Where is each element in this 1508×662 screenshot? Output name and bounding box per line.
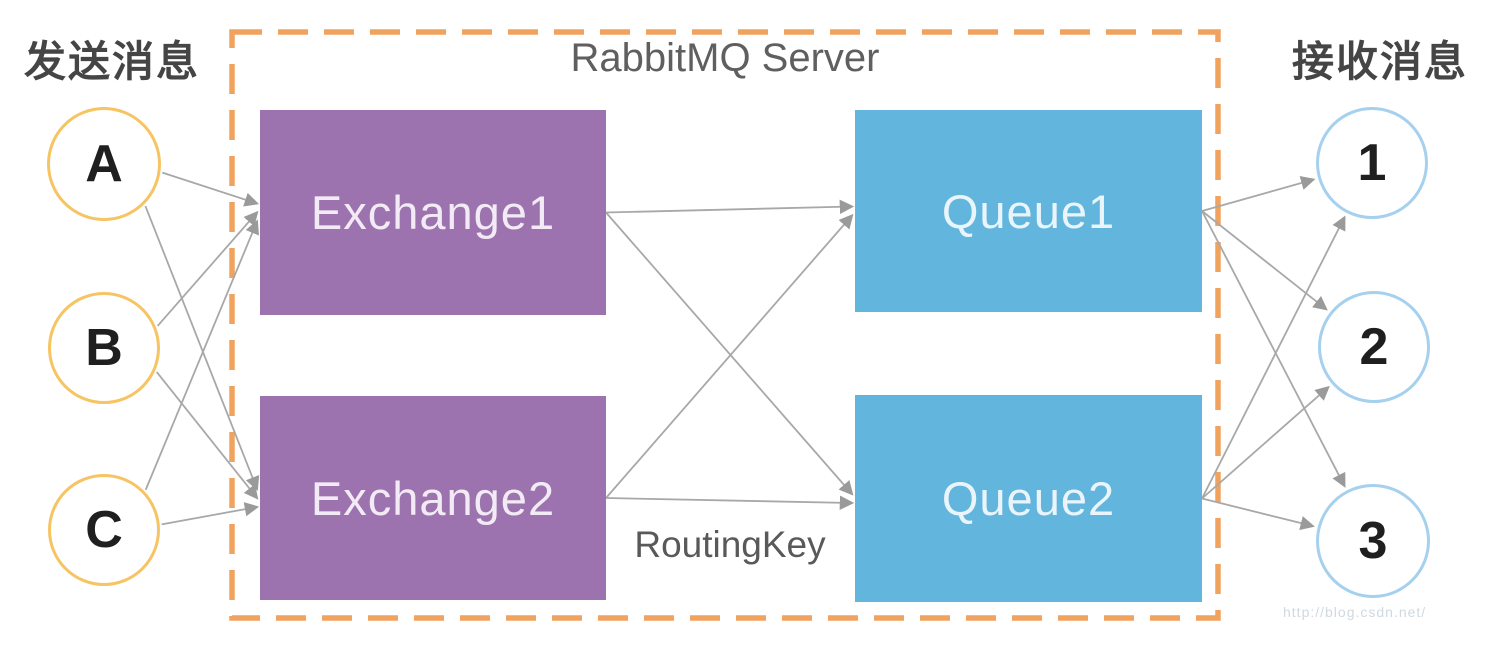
edge-Queue2-to-1: [1201, 215, 1346, 499]
producer-a-label: A: [85, 135, 123, 193]
consumer-1-label: 1: [1357, 134, 1387, 192]
watermark: http://blog.csdn.net/: [1283, 604, 1427, 620]
producer-node-a: A: [47, 107, 161, 221]
producer-c-label: C: [85, 501, 123, 559]
consumer-3-label: 3: [1358, 512, 1388, 570]
consumer-node-3: 3: [1316, 484, 1430, 598]
edge-Exchange1-to-Queue1: [605, 199, 855, 214]
edge-A-to-Exchange1: [162, 171, 260, 207]
producer-b-label: B: [85, 319, 123, 377]
queue1-label: Queue1: [941, 184, 1116, 238]
queue2-label: Queue2: [941, 472, 1116, 525]
server-title: RabbitMQ Server: [570, 36, 880, 80]
exchange2-node: Exchange2: [260, 396, 606, 600]
exchange1-node: Exchange1: [260, 110, 606, 315]
producer-node-b: B: [48, 292, 160, 404]
receive-messages-label: 接收消息: [1291, 38, 1468, 85]
edge-A-to-Exchange2: [144, 205, 260, 492]
send-messages-label: 发送消息: [23, 38, 200, 85]
edge-Queue2-to-2: [1201, 385, 1330, 500]
exchange1-label: Exchange1: [310, 186, 556, 239]
edge-Queue2-to-3: [1201, 497, 1315, 531]
exchange2-label: Exchange2: [310, 471, 556, 525]
edge-B-to-Exchange1: [156, 210, 259, 327]
consumer-2-label: 2: [1359, 318, 1389, 376]
consumer-node-1: 1: [1316, 107, 1428, 219]
edge-Queue1-to-1: [1201, 175, 1316, 212]
producer-node-c: C: [48, 474, 160, 586]
edge-Queue1-to-3: [1201, 210, 1346, 488]
consumer-node-2: 2: [1318, 291, 1430, 403]
edge-Exchange2-to-Queue2: [605, 495, 855, 510]
edge-B-to-Exchange2: [156, 371, 259, 500]
queue2-node: Queue2: [855, 395, 1202, 602]
edge-C-to-Exchange2: [161, 502, 260, 526]
routing-key-label: RoutingKey: [634, 524, 826, 565]
queue1-node: Queue1: [855, 110, 1202, 312]
edge-C-to-Exchange1: [144, 219, 259, 491]
edge-Exchange1-to-Queue2: [605, 211, 854, 496]
edge-Exchange2-to-Queue1: [605, 213, 854, 499]
